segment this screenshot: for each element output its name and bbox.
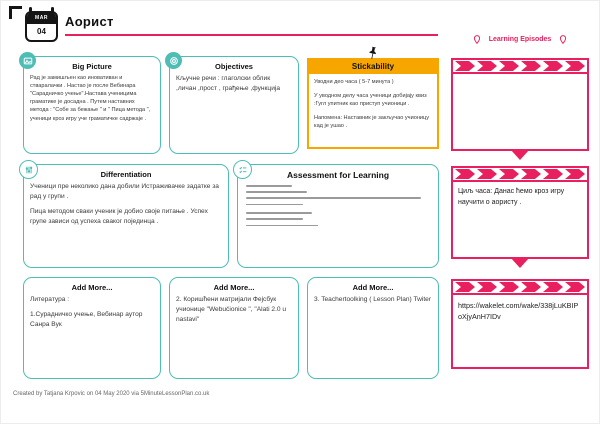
big-picture-text: Рад је замишљен као иновативан и стварал…: [30, 75, 151, 122]
add-more-box-3: Add More... 3. Teachertoolking ( Lesson …: [307, 277, 439, 379]
add-more-text: Литература : 1.Сурадничко учење, Вебинар…: [30, 295, 154, 330]
big-picture-box: Big Picture Рад је замишљен као иноватив…: [19, 52, 161, 154]
film-strip: [453, 60, 587, 74]
title-underline: [65, 34, 438, 36]
episode-text: Циљ часа: Данас ћемо кроз игру научити о…: [458, 188, 565, 206]
add-more-text: 3. Teachertoolking ( Lesson Plan) Twiter: [314, 296, 432, 303]
checklist-icon: [233, 160, 252, 179]
stickability-paragraph: У уводном делу часа ученици добијају кви…: [314, 93, 427, 108]
pin-icon: [473, 35, 480, 44]
differentiation-title: Differentiation: [100, 170, 152, 179]
add-more-paragraph: Литература :: [30, 296, 70, 303]
film-strip: [453, 281, 587, 295]
calendar-month: MAR: [27, 13, 56, 24]
calendar-icon: MAR 04: [25, 11, 58, 42]
objectives-title: Objectives: [215, 62, 253, 71]
learning-episode-card-2: Циљ часа: Данас ћемо кроз игру научити о…: [451, 166, 589, 268]
stickability-text: Уводни део часа ( 5-7 минута ) У уводном…: [309, 74, 437, 141]
objectives-box: Objectives Кључне речи : глаголски облик…: [165, 52, 299, 154]
stickability-paragraph: Напомена: Наставник је закључао учионицу…: [314, 115, 430, 130]
add-more-paragraph: 1.Сурадничко учење, Вебинар аутор Санра …: [30, 310, 143, 328]
calendar-day: 04: [37, 27, 46, 36]
add-more-box-2: Add More... 2. Коришћени матријали Фејсб…: [169, 277, 299, 379]
pin-icon: [560, 35, 567, 44]
episode-link[interactable]: https://wakelet.com/wake/338jLuKBIPoXjyA…: [458, 301, 579, 322]
pushpin-icon: [367, 46, 380, 65]
page-corner-mark: [9, 6, 22, 19]
calendar-ring: [29, 7, 32, 14]
differentiation-paragraph: Ученици пре неколико дана добили Истражи…: [30, 183, 219, 200]
stickability-box: Stickability Уводни део часа ( 5-7 минут…: [307, 46, 439, 149]
learning-episodes-label: Learning Episodes: [451, 35, 589, 44]
differentiation-paragraph: Пица методом сваки ученик је добио своје…: [30, 207, 208, 225]
calendar-ring: [51, 7, 54, 14]
add-more-title: Add More...: [352, 283, 394, 292]
episode-text: [453, 74, 587, 84]
differentiation-text: Ученици пре неколико дана добили Истражи…: [30, 182, 222, 227]
film-strip: [453, 168, 587, 182]
down-arrow: [510, 149, 530, 160]
add-more-title: Add More...: [71, 283, 113, 292]
add-more-text: 2. Коришћени матријали Фејсбук учионице …: [176, 296, 287, 323]
learning-episode-card-1: [451, 58, 589, 160]
image-icon: [19, 52, 36, 69]
sliders-icon: [19, 160, 38, 179]
stickability-title: Stickability: [309, 60, 437, 74]
assessment-box: Assessment for Learning: [233, 160, 439, 268]
assessment-title: Assessment for Learning: [286, 170, 390, 180]
down-arrow: [510, 257, 530, 268]
learning-episodes-text: Learning Episodes: [488, 36, 552, 43]
big-picture-title: Big Picture: [72, 62, 112, 71]
assessment-lines: [244, 183, 432, 233]
add-more-title: Add More...: [213, 283, 255, 292]
objectives-text: Кључне речи : глаголски облик ,личан ,пр…: [176, 75, 281, 92]
target-icon: [165, 52, 182, 69]
footer-credit: Created by Tatjana Krpovic on 04 May 202…: [13, 391, 210, 397]
learning-episode-card-3: https://wakelet.com/wake/338jLuKBIPoXjyA…: [451, 279, 589, 369]
stickability-paragraph: Уводни део часа ( 5-7 минута ): [314, 79, 394, 85]
differentiation-box: Differentiation Ученици пре неколико дан…: [19, 160, 229, 268]
add-more-box-1: Add More... Литература : 1.Сурадничко уч…: [23, 277, 161, 379]
page-title: Аорист: [65, 14, 114, 29]
